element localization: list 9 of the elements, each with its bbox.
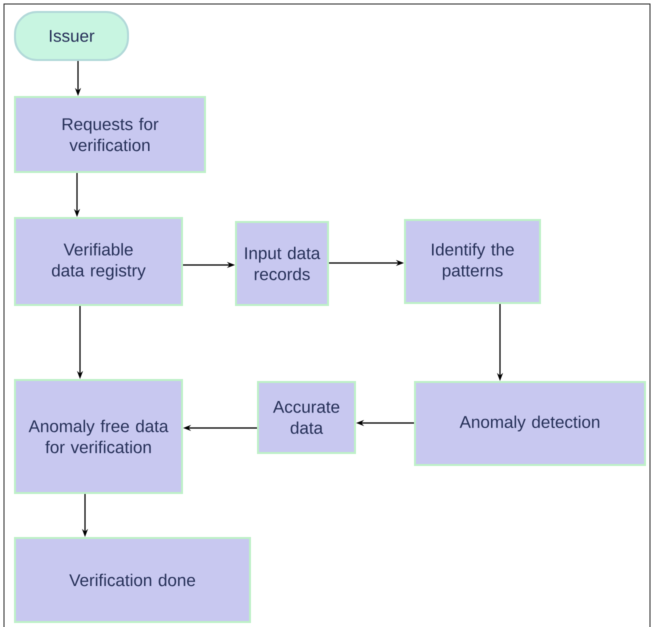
start-terminal: Issuer <box>14 11 129 61</box>
process-box: Input data records <box>235 221 329 306</box>
process-box: Anomaly free data for verification <box>14 378 183 494</box>
process-box: Verifiable data registry <box>14 217 183 306</box>
process-box: Anomaly detection <box>414 380 646 466</box>
process-box: Identify the patterns <box>404 219 541 304</box>
process-box: Verification done <box>14 536 251 623</box>
process-box: Requests for verification <box>14 96 206 173</box>
process-box: Accurate data <box>257 380 356 454</box>
